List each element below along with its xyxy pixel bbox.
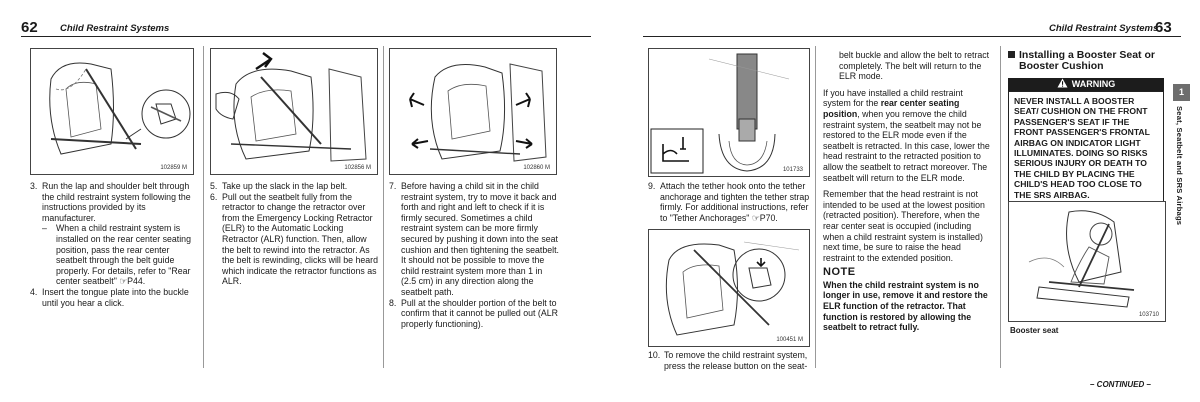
figure-caption: 102860 M xyxy=(523,165,550,171)
header-rule-right xyxy=(643,36,1181,37)
page-header-right: Child Restraint Systems xyxy=(1049,23,1159,34)
column-divider xyxy=(815,46,816,368)
figure-caption: 103710 xyxy=(1138,312,1159,318)
step-9: 9.Attach the tether hook onto the tether… xyxy=(648,181,810,223)
booster-section: Installing a Booster Seat or Booster Cus… xyxy=(1008,50,1164,206)
warning-triangle-icon xyxy=(1057,78,1068,88)
child-seat-belt-illustration xyxy=(49,62,191,155)
instructions-col-right-2: belt buckle and allow the belt to retrac… xyxy=(823,50,991,333)
figure-label-booster-seat: Booster seat xyxy=(1010,326,1059,335)
instructions-col3: 7.Before having a child sit in the child… xyxy=(389,181,559,329)
instructions-col1: 3.Run the lap and shoulder belt through … xyxy=(30,181,198,308)
continued-marker: – CONTINUED – xyxy=(1090,380,1151,389)
step-10: 10.To remove the child restraint system,… xyxy=(648,350,808,371)
tether-hook-illustration xyxy=(650,53,790,174)
figure-caption: 102859 M xyxy=(160,165,187,171)
figure-caption: 101733 xyxy=(782,167,803,173)
figure-tether-anchor: 101733 xyxy=(648,48,810,177)
step-6: 6.Pull out the seatbelt fully from the r… xyxy=(210,191,378,287)
figure-seat-check: 102860 M xyxy=(389,48,557,175)
page-number-left: 62 xyxy=(21,19,38,36)
section-heading-line2: Booster Cushion xyxy=(1019,60,1104,72)
warning-text: NEVER INSTALL A BOOSTER SEAT/ CUSHION ON… xyxy=(1008,91,1164,206)
step-4: 4.Insert the tongue plate into the buckl… xyxy=(30,286,189,308)
figure-seatbelt-pull: 102856 M xyxy=(210,48,378,175)
figure-caption: 102856 M xyxy=(344,165,371,171)
figure-caption: 100451 M xyxy=(776,337,803,343)
anchor-symbol-inset xyxy=(650,128,704,174)
sub-item-rear-center: –When a child restraint system is instal… xyxy=(42,223,191,287)
column-divider xyxy=(383,46,384,368)
instructions-step-10: 10.To remove the child restraint system,… xyxy=(648,350,810,371)
section-square-icon xyxy=(1008,51,1015,58)
instructions-step-9: 9.Attach the tether hook onto the tether… xyxy=(648,181,810,223)
note-text: When the child restraint system is no lo… xyxy=(823,279,988,333)
step-10-continued: belt buckle and allow the belt to retrac… xyxy=(839,50,990,82)
booster-seat-illustration xyxy=(1028,210,1135,308)
section-heading: Installing a Booster Seat or xyxy=(1008,50,1164,61)
note-heading: NOTE xyxy=(823,266,856,279)
column-divider xyxy=(203,46,204,368)
step-5: 5.Take up the slack in the lap belt. xyxy=(210,181,348,191)
paragraph-rear-center: If you have installed a child restraint … xyxy=(823,87,990,183)
seatbelt-pull-illustration xyxy=(215,52,367,162)
column-divider xyxy=(1000,46,1001,368)
page-header-left: Child Restraint Systems xyxy=(60,23,170,34)
step-8: 8.Pull at the shoulder portion of the be… xyxy=(389,297,558,329)
figure-release-button: 100451 M xyxy=(648,229,810,347)
chapter-tab-title: Seat, Seatbelt and SRS Airbags xyxy=(1175,106,1184,226)
instructions-col2: 5.Take up the slack in the lap belt. 6.P… xyxy=(210,181,378,287)
child-seat-movement-illustration xyxy=(409,63,547,162)
figure-belt-routing: 102859 M xyxy=(30,48,194,175)
step-7: 7.Before having a child sit in the child… xyxy=(389,181,559,297)
figure-booster-seat: 103710 xyxy=(1008,201,1166,322)
warning-banner: WARNING xyxy=(1008,78,1164,91)
chapter-tab-number: 1 xyxy=(1173,84,1190,101)
step-3: 3.Run the lap and shoulder belt through … xyxy=(30,181,191,223)
header-rule-left xyxy=(21,36,591,37)
page-number-right: 63 xyxy=(1155,19,1172,36)
release-button-illustration xyxy=(665,241,800,336)
paragraph-head-restraint: Remember that the head restraint is not … xyxy=(823,189,985,263)
